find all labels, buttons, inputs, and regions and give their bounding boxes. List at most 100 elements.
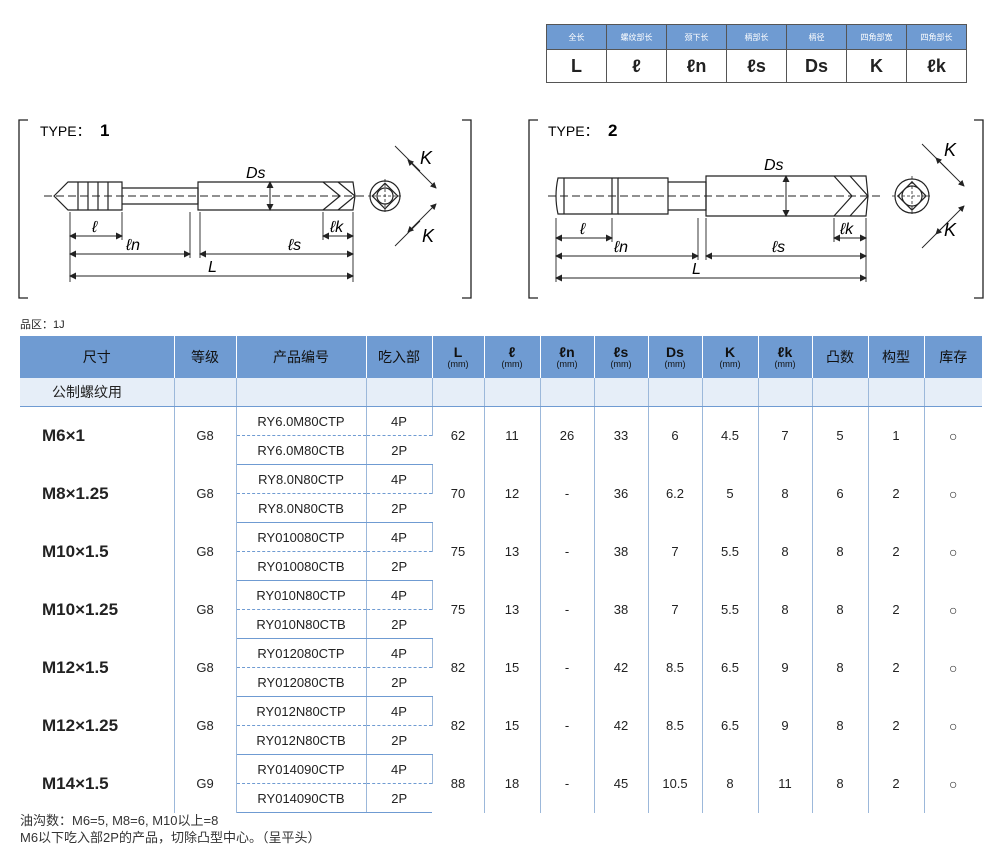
cell-ln: - <box>540 522 595 581</box>
cell-ln: - <box>540 638 595 697</box>
cell-Ds: 7 <box>648 522 703 581</box>
cell-stock: ○ <box>949 427 958 444</box>
cell-ls: 42 <box>594 696 649 755</box>
cell-l: 11 <box>484 406 541 465</box>
cell-Ds: 6 <box>648 406 703 465</box>
cell-lk: 7 <box>758 406 813 465</box>
cell-bite2: 2P <box>366 493 432 523</box>
cell-stock: ○ <box>949 601 958 618</box>
type2-ds-label: Ds <box>764 157 784 174</box>
cell-grade: G8 <box>174 638 237 697</box>
cell-ls: 38 <box>594 522 649 581</box>
spec-header-row: 尺寸 等级 产品编号 吃入部 L(mm) ℓ(mm) ℓn(mm) ℓs(mm)… <box>20 336 982 378</box>
cell-grade: G8 <box>174 696 237 755</box>
cell-type: 2 <box>868 638 925 697</box>
cell-grade: G8 <box>174 464 237 523</box>
legend-header: 全长 <box>546 24 607 50</box>
cell-grade: G8 <box>174 580 237 639</box>
cell-ln: - <box>540 464 595 523</box>
cell-stock: ○ <box>949 717 958 734</box>
legend-symbol: ℓs <box>726 49 787 83</box>
cell-Ds: 8.5 <box>648 696 703 755</box>
type2-k-label-top: K <box>944 140 957 160</box>
cell-code2: RY010N80CTB <box>236 609 367 639</box>
cell-lobes: 6 <box>812 464 869 523</box>
cell-lobes: 5 <box>812 406 869 465</box>
type2-l-label: ℓ <box>579 221 586 238</box>
cell-L: 75 <box>432 580 485 639</box>
cell-stock: ○ <box>949 659 958 676</box>
cell-L: 75 <box>432 522 485 581</box>
cell-type: 2 <box>868 522 925 581</box>
legend-symbol: K <box>846 49 907 83</box>
note-line: M6以下吃入部2P的产品，切除凸型中心。（呈平头） <box>20 830 321 845</box>
cell-stock: ○ <box>949 485 958 502</box>
header-l-symbol: ℓ <box>508 343 516 360</box>
cell-ln: - <box>540 580 595 639</box>
cell-lobes: 8 <box>812 580 869 639</box>
cell-Ds: 10.5 <box>648 754 703 813</box>
cell-ls: 36 <box>594 464 649 523</box>
cell-lk: 8 <box>758 522 813 581</box>
cell-bite2: 2P <box>366 667 432 697</box>
header-L: L(mm) <box>432 336 485 378</box>
cell-lk: 8 <box>758 464 813 523</box>
type2-ln-label: ℓn <box>613 239 628 256</box>
type2-k-label-bottom: K <box>944 220 957 240</box>
header-stock: 库存 <box>924 336 982 378</box>
cell-K: 5 <box>702 464 759 523</box>
header-ls: ℓs(mm) <box>594 336 649 378</box>
header-l: ℓ(mm) <box>484 336 541 378</box>
legend-symbol: Ds <box>786 49 847 83</box>
legend-symbol-row: L ℓ ℓn ℓs Ds K ℓk <box>546 49 967 83</box>
symbol-legend-table: 全长 螺纹部长 颈下长 柄部长 柄径 四角部宽 四角部长 L ℓ ℓn ℓs D… <box>546 24 967 83</box>
cell-Ds: 6.2 <box>648 464 703 523</box>
header-Ds-symbol: Ds <box>666 343 684 360</box>
cell-bite2: 2P <box>366 551 432 581</box>
type1-ds-label: Ds <box>246 165 266 182</box>
cell-code2: RY012080CTB <box>236 667 367 697</box>
cell-Ds: 7 <box>648 580 703 639</box>
header-type: 构型 <box>868 336 925 378</box>
cell-code1: RY014090CTP <box>236 754 367 784</box>
cell-lobes: 8 <box>812 522 869 581</box>
cell-size: M10×1.5 <box>20 522 175 581</box>
cell-K: 5.5 <box>702 580 759 639</box>
legend-symbol: L <box>546 49 607 83</box>
cell-code2: RY6.0M80CTB <box>236 435 367 465</box>
unit-label: (mm) <box>774 358 796 369</box>
cell-l: 13 <box>484 580 541 639</box>
cell-ln: - <box>540 696 595 755</box>
cell-code1: RY012080CTP <box>236 638 367 668</box>
legend-symbol: ℓ <box>606 49 667 83</box>
header-Ds: Ds(mm) <box>648 336 703 378</box>
cell-code2: RY8.0N80CTB <box>236 493 367 523</box>
cell-lobes: 8 <box>812 696 869 755</box>
cell-ln: - <box>540 754 595 813</box>
type1-ln-label: ℓn <box>125 237 140 254</box>
cell-lobes: 8 <box>812 754 869 813</box>
cell-bite2: 2P <box>366 435 432 465</box>
cell-ls: 33 <box>594 406 649 465</box>
header-grade: 等级 <box>174 336 237 378</box>
cell-code2: RY012N80CTB <box>236 725 367 755</box>
cell-ls: 42 <box>594 638 649 697</box>
cell-l: 13 <box>484 522 541 581</box>
cell-ls: 45 <box>594 754 649 813</box>
cell-K: 8 <box>702 754 759 813</box>
cell-size: M12×1.25 <box>20 696 175 755</box>
cell-stock: ○ <box>949 543 958 560</box>
cell-K: 5.5 <box>702 522 759 581</box>
cell-Ds: 8.5 <box>648 638 703 697</box>
cell-size: M10×1.25 <box>20 580 175 639</box>
type1-k-label-bottom: K <box>422 226 435 246</box>
header-ln-symbol: ℓn <box>559 343 575 360</box>
type1-l-label: ℓ <box>91 219 98 236</box>
type1-drawing: TYPE： 1 Ds <box>18 119 472 299</box>
